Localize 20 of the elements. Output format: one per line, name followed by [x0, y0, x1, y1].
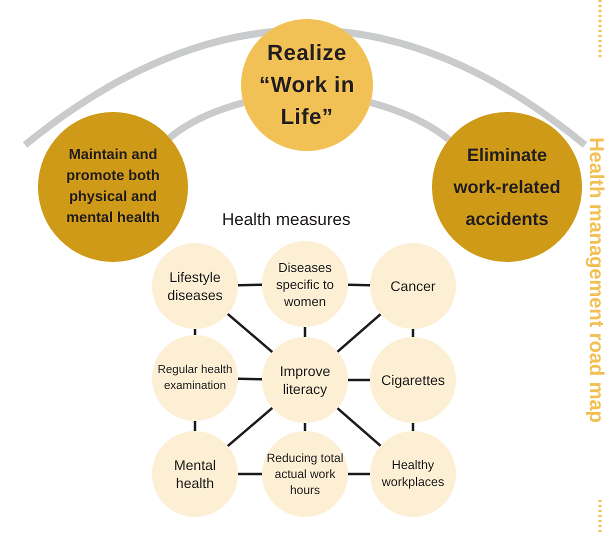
connector-line: [226, 406, 274, 448]
connector-line: [336, 313, 382, 353]
connector-line: [348, 472, 370, 476]
connector-line: [238, 378, 262, 380]
connector-line: [348, 284, 370, 286]
arc-connector: [370, 99, 452, 142]
connector-line: [348, 378, 370, 382]
section-heading: Health measures: [222, 209, 351, 231]
connector-line: [194, 421, 196, 431]
connector-line: [304, 327, 306, 337]
connector-line: [412, 423, 414, 431]
connector-line: [336, 407, 382, 447]
connector-line: [412, 329, 414, 337]
connector-line: [304, 423, 306, 431]
arc-connector: [167, 99, 244, 141]
connector-line: [238, 472, 262, 476]
vertical-title: Health management road map: [586, 137, 606, 423]
connector-line: [238, 284, 262, 286]
connector-line: [194, 329, 196, 335]
connector-line: [226, 312, 274, 354]
